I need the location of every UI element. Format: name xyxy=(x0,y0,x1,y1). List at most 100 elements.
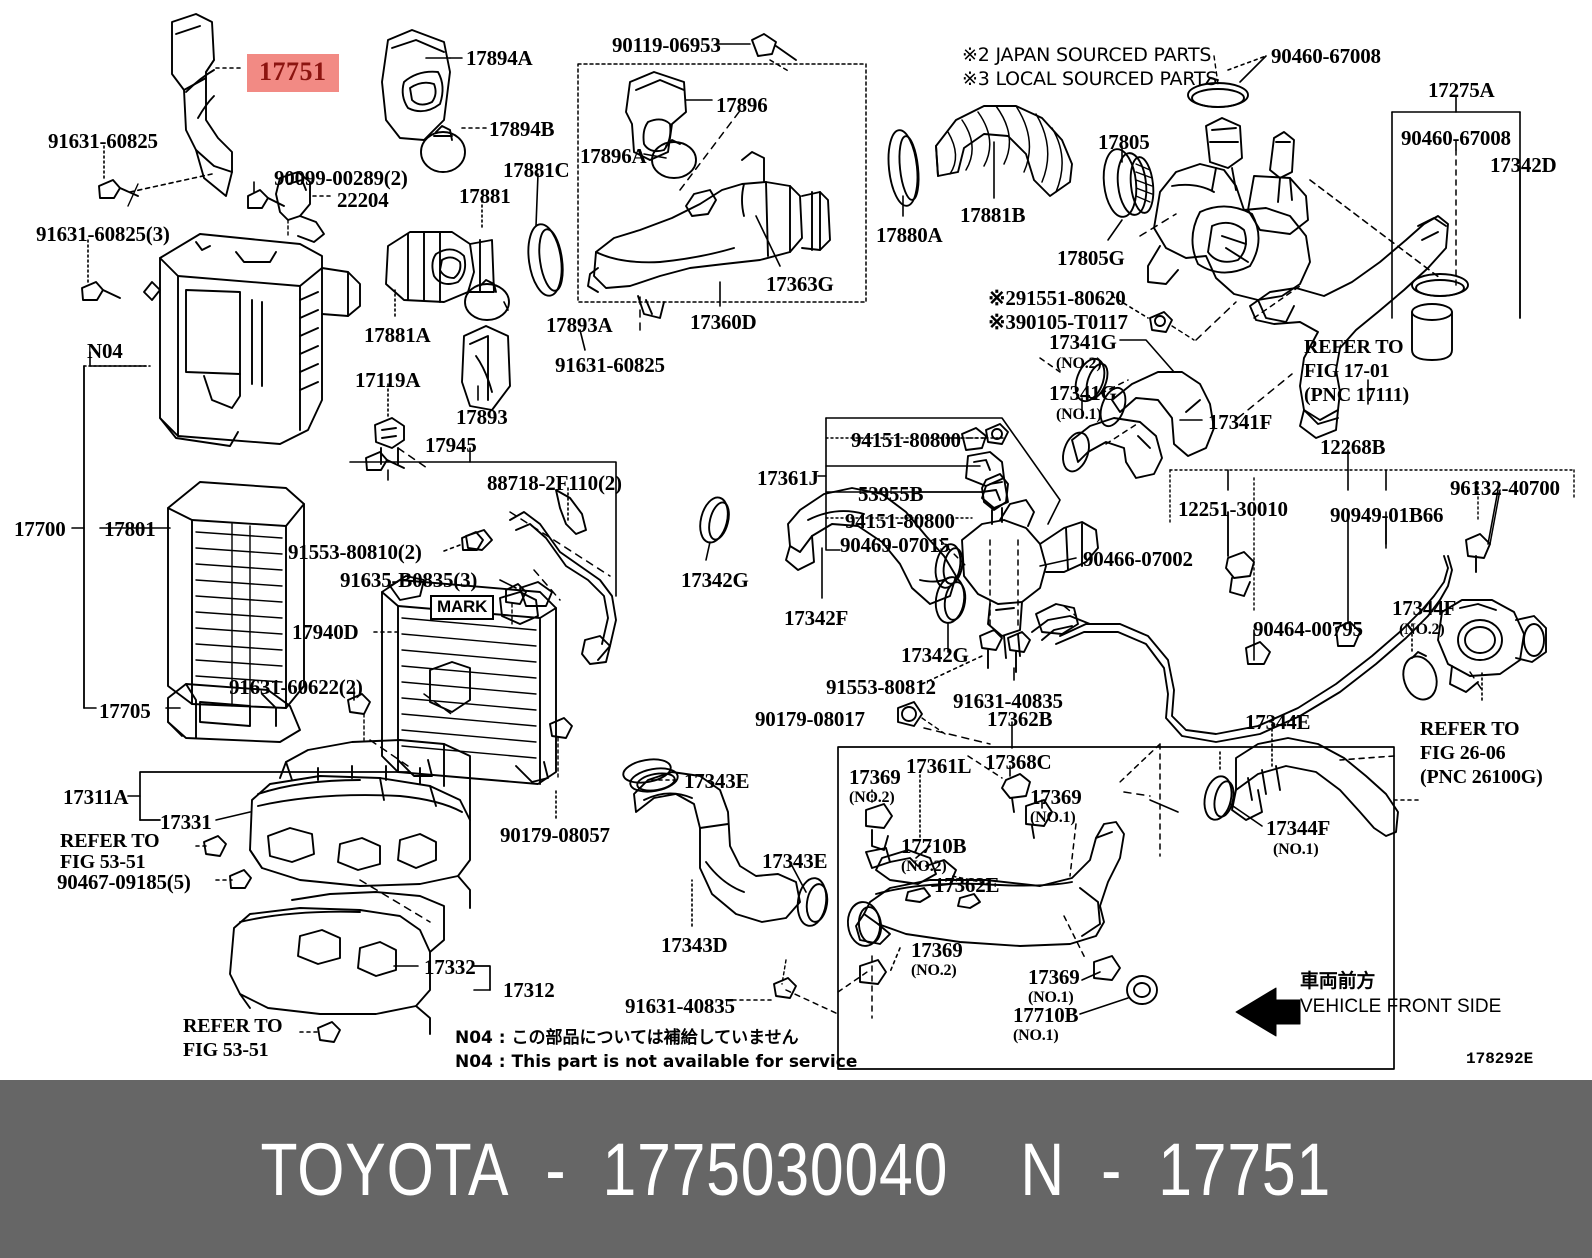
part-label-17369-no1-b[interactable]: 17369 xyxy=(1028,965,1080,989)
part-label-17343e-a[interactable]: 17343E xyxy=(684,769,750,793)
part-label-17705[interactable]: 17705 xyxy=(99,699,151,723)
part-label-17361j[interactable]: 17361J xyxy=(757,466,819,490)
part-label-88718-2f110-2[interactable]: 88718-2F110(2) xyxy=(487,471,622,495)
part-label-17362b[interactable]: 17362B xyxy=(987,707,1053,731)
part-label-17369-no2-b[interactable]: 17369 xyxy=(911,938,963,962)
part-label-n04[interactable]: N04 xyxy=(87,339,123,363)
footer-callout-prefix: N xyxy=(1020,1127,1066,1211)
part-label-91631-60825-3[interactable]: 91631-60825(3) xyxy=(36,222,170,246)
part-label-17275a[interactable]: 17275A xyxy=(1428,78,1495,102)
part-label-17344f-no1[interactable]: 17344F xyxy=(1266,816,1331,840)
part-label-17710b-no1[interactable]: 17710B xyxy=(1013,1003,1079,1027)
part-label-17369-no2-a[interactable]: 17369 xyxy=(849,765,901,789)
part-label-17341g-no1[interactable]: 17341G xyxy=(1049,381,1117,405)
part-label-17880a[interactable]: 17880A xyxy=(876,223,943,247)
part-label-91631-60825-a[interactable]: 91631-60825 xyxy=(48,129,158,153)
part-label-91631-60825-b[interactable]: 91631-60825 xyxy=(555,353,665,377)
part-label-22204[interactable]: 22204 xyxy=(337,188,389,212)
part-label-96132-40700[interactable]: 96132-40700 xyxy=(1450,476,1560,500)
part-label-12251-30010[interactable]: 12251-30010 xyxy=(1178,497,1288,521)
part-label-90460-67008-a[interactable]: 90460-67008 xyxy=(1271,44,1381,68)
part-label-17344e[interactable]: 17344E xyxy=(1245,710,1311,734)
part-label-91631-40835-b[interactable]: 91631-40835 xyxy=(953,689,1063,713)
part-label-17344f-no2[interactable]: 17344F xyxy=(1392,596,1457,620)
part-sublabel-17344f-no1: (NO.1) xyxy=(1273,841,1319,858)
part-label-17342d[interactable]: 17342D xyxy=(1490,153,1557,177)
part-label-17881b[interactable]: 17881B xyxy=(960,203,1026,227)
part-label-17881c[interactable]: 17881C xyxy=(503,158,570,182)
part-label-17343d[interactable]: 17343D xyxy=(661,933,728,957)
part-label-17894a[interactable]: 17894A xyxy=(466,46,533,70)
part-label-90460-67008-b[interactable]: 90460-67008 xyxy=(1401,126,1511,150)
part-label-17945[interactable]: 17945 xyxy=(425,433,477,457)
refer-block-fig-26-06-line3: (PNC 26100G) xyxy=(1420,766,1543,788)
refer-block-fig-26-06-line1[interactable]: REFER TO xyxy=(1420,718,1520,740)
part-label-17893[interactable]: 17893 xyxy=(456,405,508,429)
part-label-91553-80810-2[interactable]: 91553-80810(2) xyxy=(288,540,422,564)
part-label-90949-01b66[interactable]: 90949-01B66 xyxy=(1330,503,1444,527)
part-label-90119-06953[interactable]: 90119-06953 xyxy=(612,33,721,57)
part-label-17311a[interactable]: 17311A xyxy=(63,785,129,809)
part-label-17342g-b[interactable]: 17342G xyxy=(901,643,969,667)
refer-block-fig-53-51-lower-line2[interactable]: FIG 53-51 xyxy=(183,1039,269,1061)
part-sublabel-17369-no2-a: (NO.2) xyxy=(849,789,895,806)
refer-block-fig-17-01-line3: (PNC 17111) xyxy=(1304,384,1410,406)
part-label-90467-09185-5[interactable]: 90467-09185(5) xyxy=(57,870,191,894)
part-label-90099-00289-2[interactable]: 90099-00289(2) xyxy=(274,166,408,190)
part-label-91631-60622-2[interactable]: 91631-60622(2) xyxy=(229,675,363,699)
refer-block-fig-17-01-line2[interactable]: FIG 17-01 xyxy=(1304,360,1390,382)
part-label-94151-80800-a[interactable]: 94151-80800 xyxy=(851,428,961,452)
part-label-17369-no1-a[interactable]: 17369 xyxy=(1030,785,1082,809)
part-label-17312[interactable]: 17312 xyxy=(503,978,555,1002)
part-label-53955b[interactable]: 53955B xyxy=(858,482,924,506)
part-label-17119a[interactable]: 17119A xyxy=(355,368,421,392)
part-label-17896a[interactable]: 17896A xyxy=(580,144,647,168)
source-note-japan: ※2 JAPAN SOURCED PARTS xyxy=(962,44,1212,66)
part-label-17341f[interactable]: 17341F xyxy=(1208,410,1273,434)
part-sublabel-17710b-no2: (NO.2) xyxy=(901,858,947,875)
part-sublabel-17710b-no1: (NO.1) xyxy=(1013,1027,1059,1044)
highlighted-part-number-17751[interactable]: 17751 xyxy=(247,54,339,92)
part-label-17368c[interactable]: 17368C xyxy=(985,750,1052,774)
part-label-17893a[interactable]: 17893A xyxy=(546,313,613,337)
part-label-17342g-a[interactable]: 17342G xyxy=(681,568,749,592)
part-label-17332[interactable]: 17332 xyxy=(424,955,476,979)
refer-block-fig-26-06-line2[interactable]: FIG 26-06 xyxy=(1420,742,1506,764)
part-label-17710b-no2[interactable]: 17710B xyxy=(901,834,967,858)
part-label-390105-t0117[interactable]: ※390105-T0117 xyxy=(988,310,1128,334)
part-label-17362e[interactable]: 17362E xyxy=(934,873,1000,897)
footer-dash-2: - xyxy=(1101,1127,1123,1211)
part-label-91631-40835-a[interactable]: 91631-40835 xyxy=(625,994,735,1018)
refer-block-fig-17-01-line1[interactable]: REFER TO xyxy=(1304,336,1404,358)
part-label-17805g[interactable]: 17805G xyxy=(1057,246,1125,270)
part-label-90469-07015[interactable]: 90469-07015 xyxy=(840,533,950,557)
part-label-94151-80800-b[interactable]: 94151-80800 xyxy=(845,509,955,533)
part-label-91635-b0835-3[interactable]: 91635-B0835(3) xyxy=(340,568,478,592)
refer-block-fig-53-51-lower-line1[interactable]: REFER TO xyxy=(183,1015,283,1037)
part-label-17342f[interactable]: 17342F xyxy=(784,606,849,630)
part-label-17801[interactable]: 17801 xyxy=(104,517,156,541)
part-label-17341g-no2[interactable]: 17341G xyxy=(1049,330,1117,354)
part-label-90464-00795[interactable]: 90464-00795 xyxy=(1253,617,1363,641)
part-label-90179-08057[interactable]: 90179-08057 xyxy=(500,823,610,847)
part-label-91553-80812[interactable]: 91553-80812 xyxy=(826,675,936,699)
part-label-90179-08017[interactable]: 90179-08017 xyxy=(755,707,865,731)
part-label-17896[interactable]: 17896 xyxy=(716,93,768,117)
part-label-17331[interactable]: 17331 xyxy=(160,810,212,834)
part-label-17363g[interactable]: 17363G xyxy=(766,272,834,296)
part-label-291551-80620[interactable]: ※291551-80620 xyxy=(988,286,1126,310)
part-label-17894b[interactable]: 17894B xyxy=(489,117,555,141)
part-label-17805[interactable]: 17805 xyxy=(1098,130,1150,154)
part-label-17881a[interactable]: 17881A xyxy=(364,323,431,347)
refer-block-fig-53-51-upper-line1[interactable]: REFER TO xyxy=(60,830,160,852)
part-label-12268b[interactable]: 12268B xyxy=(1320,435,1386,459)
part-label-17700[interactable]: 17700 xyxy=(14,517,66,541)
part-label-17343e-b[interactable]: 17343E xyxy=(762,849,828,873)
refer-block-fig-53-51-upper-line2[interactable]: FIG 53-51 xyxy=(60,851,146,873)
part-label-17940d[interactable]: 17940D xyxy=(292,620,359,644)
part-label-90466-07002[interactable]: 90466-07002 xyxy=(1083,547,1193,571)
part-label-17881[interactable]: 17881 xyxy=(459,184,511,208)
part-label-17361l[interactable]: 17361L xyxy=(906,754,972,778)
part-label-17360d[interactable]: 17360D xyxy=(690,310,757,334)
